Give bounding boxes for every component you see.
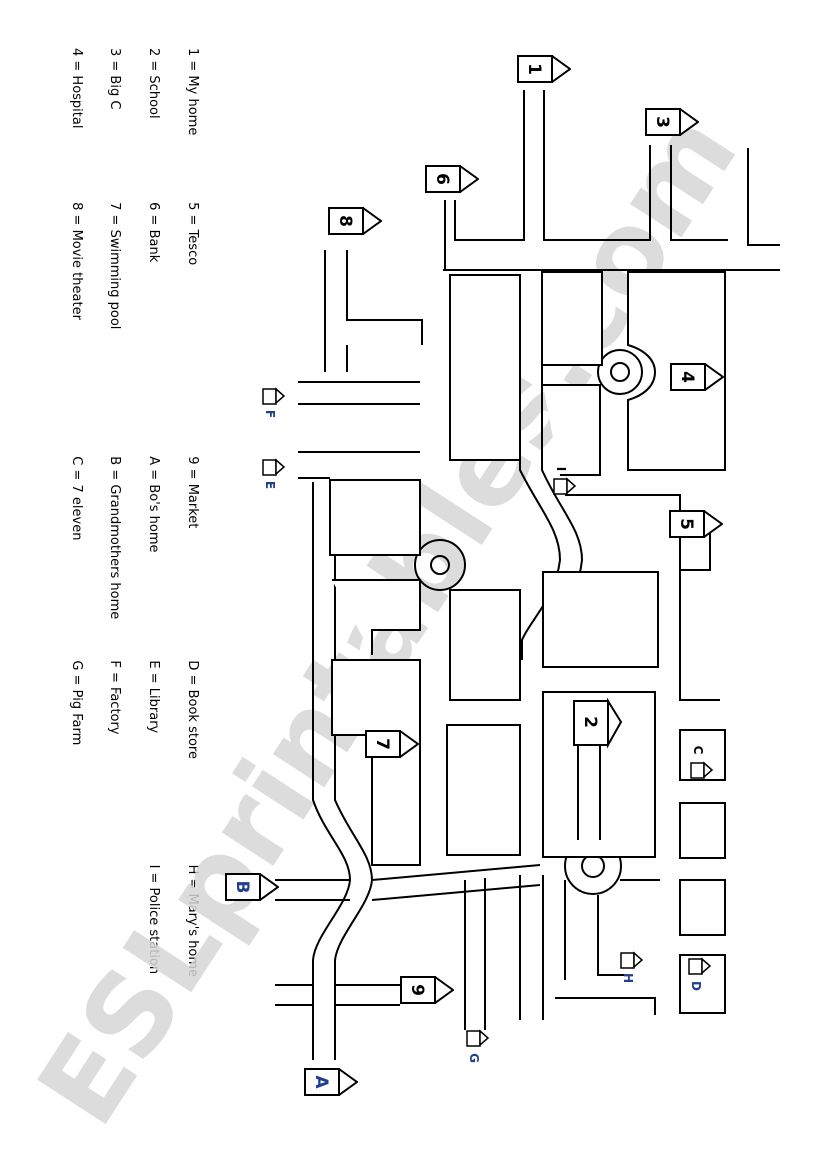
marker-1-label: 1: [524, 63, 544, 75]
marker-5-label: 5: [676, 518, 696, 530]
marker-F-label: F: [263, 410, 277, 418]
marker-H-label: H: [621, 973, 635, 983]
roundabouts: [414, 349, 643, 895]
marker-F: F: [262, 388, 285, 418]
marker-8: 8: [328, 207, 382, 235]
marker-D-label: D: [689, 981, 703, 991]
marker-6-label: 6: [432, 173, 452, 185]
roads-left: [298, 250, 423, 479]
marker-G-label: G: [467, 1053, 481, 1063]
marker-B-label: B: [232, 881, 252, 894]
marker-I: I: [553, 467, 576, 495]
marker-B: B: [225, 873, 279, 901]
marker-8-label: 8: [335, 215, 355, 227]
marker-1: 1: [517, 55, 571, 83]
marker-2-label: 2: [580, 716, 600, 728]
marker-3: 3: [645, 108, 699, 136]
marker-4-label: 4: [677, 371, 697, 383]
marker-I-label: I: [554, 467, 568, 471]
marker-7: 7: [365, 730, 419, 758]
marker-A-label: A: [311, 1075, 331, 1089]
marker-D: D: [688, 958, 711, 991]
marker-E-label: E: [263, 481, 277, 489]
marker-9: 9: [400, 976, 454, 1004]
marker-E: E: [262, 459, 285, 489]
marker-9-label: 9: [407, 984, 427, 996]
marker-7-label: 7: [372, 738, 392, 750]
marker-5: 5: [669, 510, 723, 538]
marker-G: G: [466, 1030, 489, 1063]
marker-4: 4: [670, 363, 724, 391]
marker-6: 6: [425, 165, 479, 193]
marker-3-label: 3: [652, 116, 672, 128]
marker-C: C: [690, 746, 713, 779]
marker-C-label: C: [691, 746, 705, 755]
marker-2: 2: [573, 697, 623, 749]
marker-A: A: [304, 1068, 358, 1096]
marker-H: H: [620, 952, 643, 983]
roads-top: [443, 90, 780, 271]
